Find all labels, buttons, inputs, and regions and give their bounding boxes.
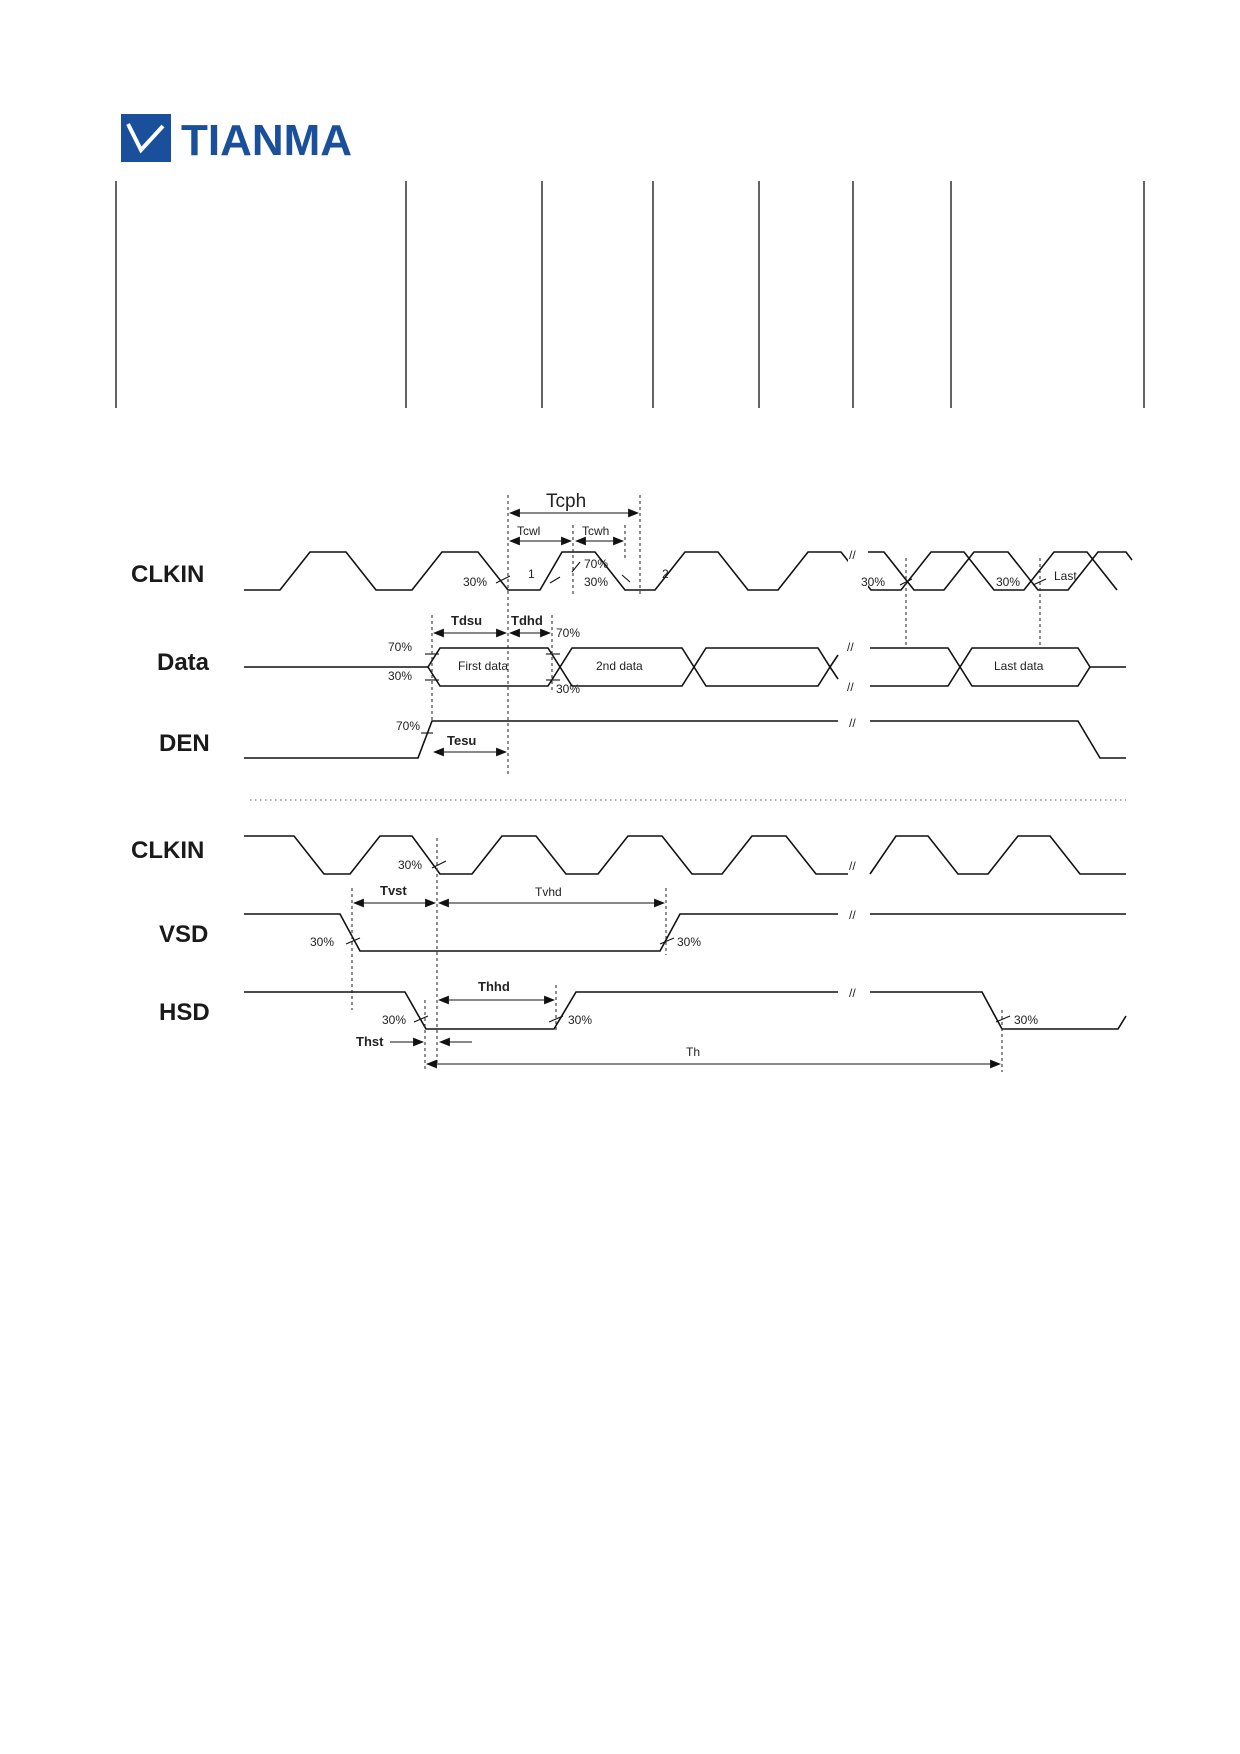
- clkin-30-label-b: 30%: [584, 575, 608, 589]
- vsd-30-label-b: 30%: [677, 935, 701, 949]
- hsd-30-label-a: 30%: [382, 1013, 406, 1027]
- data-30-label-a: 30%: [388, 669, 412, 683]
- signal-label-vsd: VSD: [159, 921, 208, 948]
- header-table-frame: [115, 181, 1145, 408]
- clkin-30-label-c: 30%: [861, 575, 885, 589]
- tvst-label: Tvst: [380, 883, 407, 898]
- clkin-waveform-a: [244, 551, 1118, 591]
- tesu-label: Tesu: [447, 733, 476, 748]
- hsd-waveform-b: [870, 991, 1127, 1030]
- data-lower-edge-b: [870, 665, 1091, 687]
- tvhd-label: Tvhd: [535, 885, 562, 899]
- break-mark-vsd: //: [849, 908, 856, 922]
- brand-name: TIANMA: [181, 116, 352, 165]
- vsd-waveform: [244, 913, 838, 952]
- cycle-1-label: 1: [528, 567, 535, 581]
- tcph-label: Tcph: [546, 491, 586, 512]
- clkin-waveform-b: [868, 551, 1133, 591]
- brand-logo: TIANMA: [121, 110, 391, 166]
- thhd-label: Thhd: [478, 979, 510, 994]
- break-mark-hsd: //: [849, 986, 856, 1000]
- data-70-label-a: 70%: [388, 640, 412, 654]
- tianma-logo-icon: TIANMA: [121, 114, 352, 165]
- hsd-30-label-b: 30%: [568, 1013, 592, 1027]
- clkin2-30-label: 30%: [398, 858, 422, 872]
- clkin-30-label-d: 30%: [996, 575, 1020, 589]
- data-upper-edge: [427, 647, 839, 669]
- signal-label-clkin-2: CLKIN: [131, 837, 204, 864]
- tcwh-label: Tcwh: [582, 524, 609, 538]
- signal-label-clkin: CLKIN: [131, 561, 204, 588]
- signal-label-data: Data: [157, 649, 210, 676]
- tcwl-label: Tcwl: [517, 524, 540, 538]
- den-waveform-b: [870, 720, 1126, 759]
- break-mark-data-b: //: [847, 680, 854, 694]
- clkin2-waveform-b: [869, 835, 1126, 875]
- den-waveform: [244, 720, 838, 759]
- cycle-last-label: Last: [1054, 569, 1077, 583]
- data-lower-edge: [427, 665, 839, 687]
- signal-label-den: DEN: [159, 730, 210, 757]
- vsd-30-label-a: 30%: [310, 935, 334, 949]
- data-70-label-b: 70%: [556, 626, 580, 640]
- tdsu-label: Tdsu: [451, 613, 482, 628]
- data-cell-last: Last data: [994, 659, 1044, 673]
- clkin-70-label: 70%: [584, 557, 608, 571]
- data-cell-second: 2nd data: [596, 659, 643, 673]
- tdhd-label: Tdhd: [511, 613, 543, 628]
- break-mark-den: //: [849, 716, 856, 730]
- data-cell-first: First data: [458, 659, 508, 673]
- thst-label: Thst: [356, 1034, 384, 1049]
- clkin-30-label-a: 30%: [463, 575, 487, 589]
- break-mark-data-a: //: [847, 640, 854, 654]
- data-30-label-b: 30%: [556, 682, 580, 696]
- signal-label-hsd: HSD: [159, 999, 210, 1026]
- hsd-30-label-c: 30%: [1014, 1013, 1038, 1027]
- th-label: Th: [686, 1045, 700, 1059]
- break-mark-clkin2: //: [849, 859, 856, 873]
- hsd-waveform: [244, 991, 838, 1030]
- den-70-label: 70%: [396, 719, 420, 733]
- cycle-2-label: 2: [662, 567, 669, 581]
- clkin2-waveform: [244, 835, 848, 875]
- break-mark-clkin: //: [849, 548, 856, 562]
